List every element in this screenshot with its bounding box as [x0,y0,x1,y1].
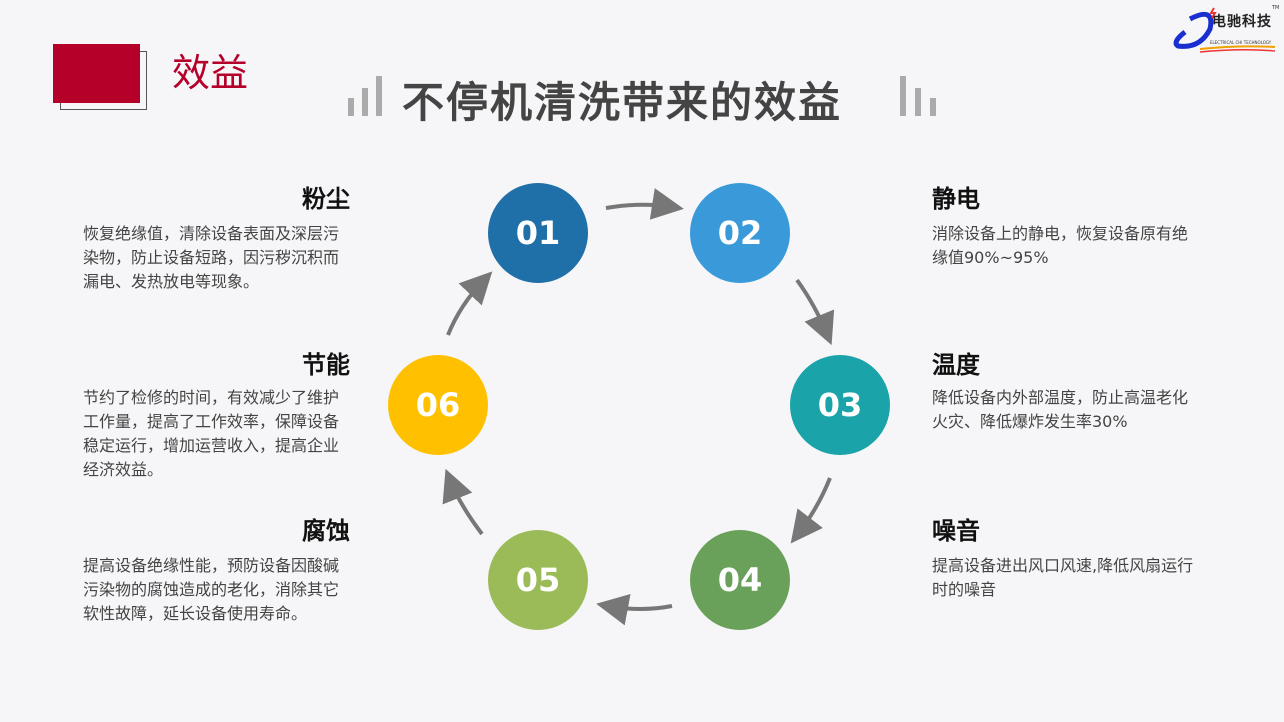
title-deco-bar [362,88,368,116]
arrow-04-05 [596,593,673,626]
title-deco-bar [348,98,354,116]
heading-dust: 粉尘 [302,185,350,213]
text-static: 消除设备上的静电，恢复设备原有绝缘值90%~95% [932,224,1189,267]
page-title: 不停机清洗带来的效益 [402,78,843,127]
heading-energy: 节能 [302,351,350,379]
step-circle-05: 05 [488,530,588,630]
title-deco-bar [915,88,921,116]
section-marker [53,44,140,103]
title-deco-bar [376,76,382,116]
arrow-02-03 [795,278,835,346]
text-energy: 节约了检修的时间，有效减少了维护工作量，提高了工作效率，保障设备稳定运行，增加运… [83,388,340,479]
step-circle-03: 03 [790,355,890,455]
step-circle-01: 01 [488,183,588,283]
heading-static: 静电 [932,185,980,213]
logo-icon [1173,7,1276,53]
arrow-06-01 [446,271,493,336]
step-circle-04: 04 [690,530,790,630]
arrow-05-06 [442,468,484,536]
logo-text: 电驰科技 [1212,14,1272,30]
logo-tm: TM [1272,5,1280,11]
logo-subtext: ELECTRICAL CHI TECHNOLOGY [1210,40,1272,45]
heading-noise: 噪音 [932,517,980,545]
text-dust: 恢复绝缘值，清除设备表面及深层污染物，防止设备短路，因污秽沉积而漏电、发热放电等… [83,224,340,291]
title-deco-bar [900,76,906,116]
text-corrosion: 提高设备绝缘性能，预防设备因酸碱污染物的腐蚀造成的老化，消除其它软性故障，延长设… [83,556,340,623]
step-circle-06: 06 [388,355,488,455]
step-circle-02: 02 [690,183,790,283]
text-noise: 提高设备进出风口风速,降低风扇运行时的噪音 [932,556,1194,599]
text-temperature: 降低设备内外部温度，防止高温老化火灾、降低爆炸发生率30% [932,388,1189,431]
arrow-03-04 [790,477,832,544]
title-deco-bar [930,98,936,116]
logo: 电驰科技 ELECTRICAL CHI TECHNOLOGY TM [1170,4,1280,54]
heading-corrosion: 腐蚀 [302,517,350,545]
heading-temperature: 温度 [932,351,980,379]
arrow-01-02 [605,188,684,220]
section-label: 效益 [172,51,249,95]
